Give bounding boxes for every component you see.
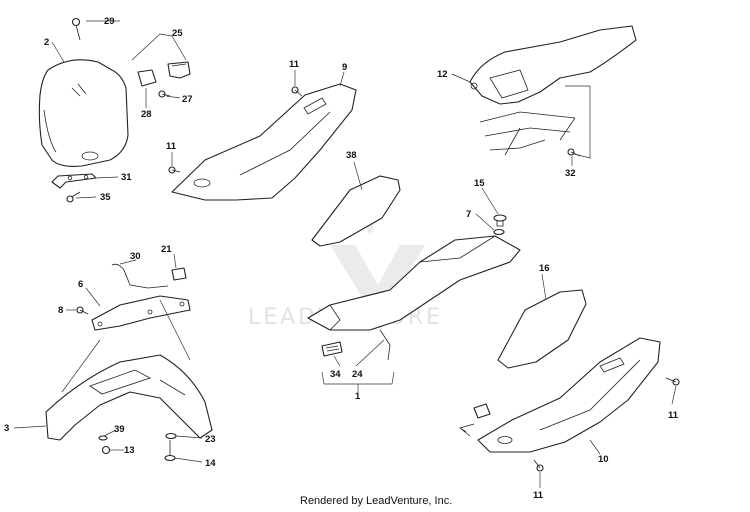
callout-14[interactable]: 14 [205,458,216,469]
callout-13[interactable]: 13 [124,445,135,456]
part-24-seat[interactable] [307,235,521,361]
part-13-nut[interactable] [101,445,111,455]
callout-11-a[interactable]: 11 [289,59,300,70]
callout-12[interactable]: 12 [437,69,448,80]
callout-39[interactable]: 39 [114,424,125,435]
callout-28[interactable]: 28 [141,109,152,120]
callout-3[interactable]: 3 [4,423,9,434]
part-11-screw-b[interactable] [168,166,181,174]
rear-subframe [479,111,576,156]
callout-1[interactable]: 1 [355,391,361,402]
callout-16[interactable]: 16 [539,263,550,274]
callout-7[interactable]: 7 [466,209,471,220]
callout-38[interactable]: 38 [346,150,357,161]
callout-21[interactable]: 21 [161,244,172,255]
part-30-bracket[interactable] [111,263,169,289]
part-15-fastener[interactable] [493,214,507,227]
part-27-screw[interactable] [158,90,171,98]
part-25-clip[interactable] [167,61,191,79]
part-29-screw[interactable] [71,17,81,41]
part-11-screw-c[interactable] [665,377,680,386]
part-10-clip[interactable] [473,403,491,419]
part-16-decal[interactable] [497,289,587,369]
part-6-plate[interactable] [91,295,191,331]
callout-10[interactable]: 10 [598,454,609,465]
callout-27[interactable]: 27 [182,94,193,105]
part-12-rear-fender[interactable] [469,25,637,105]
footer-credit: Rendered by LeadVenture, Inc. [300,495,452,507]
part-9-side-panel[interactable] [171,83,357,201]
callout-24[interactable]: 24 [352,369,363,380]
part-31-bracket[interactable] [51,173,97,189]
callout-31[interactable]: 31 [121,172,132,183]
callout-35[interactable]: 35 [100,192,111,203]
part-35-screw[interactable] [66,191,81,203]
part-10-side-panel[interactable] [477,337,661,453]
part-7-washer[interactable] [493,228,505,236]
callout-25[interactable]: 25 [172,28,183,39]
part-23-spacer[interactable] [165,432,177,440]
callout-6[interactable]: 6 [78,279,83,290]
part-11-screw-d[interactable] [533,459,544,472]
part-28-clip[interactable] [137,69,157,87]
callout-labels: 29 2 25 28 27 31 35 11 9 11 12 32 38 15 … [4,16,679,501]
callout-32[interactable]: 32 [565,168,576,179]
callout-15[interactable]: 15 [474,178,485,189]
leader-lines [13,20,677,488]
callout-34[interactable]: 34 [330,369,341,380]
callout-11-c[interactable]: 11 [668,410,679,421]
callout-11-b[interactable]: 11 [166,141,177,152]
front-direction-arrow-icon [459,423,475,437]
part-11-screw-a[interactable] [291,86,303,97]
part-8-screw[interactable] [76,306,89,315]
part-3-front-fender[interactable] [45,354,213,441]
callout-11-d[interactable]: 11 [533,490,544,501]
callout-2[interactable]: 2 [44,37,49,48]
part-38-decal[interactable] [311,175,401,247]
callout-9[interactable]: 9 [342,62,347,73]
part-2-number-plate[interactable] [38,59,129,167]
part-39-washer[interactable] [98,435,108,441]
part-21-nut[interactable] [171,267,187,281]
callout-29[interactable]: 29 [104,16,115,27]
callout-8[interactable]: 8 [58,305,63,316]
callout-30[interactable]: 30 [130,251,141,262]
part-34-pad[interactable] [321,341,343,357]
callout-23[interactable]: 23 [205,434,216,445]
part-14-bolt[interactable] [164,440,176,462]
